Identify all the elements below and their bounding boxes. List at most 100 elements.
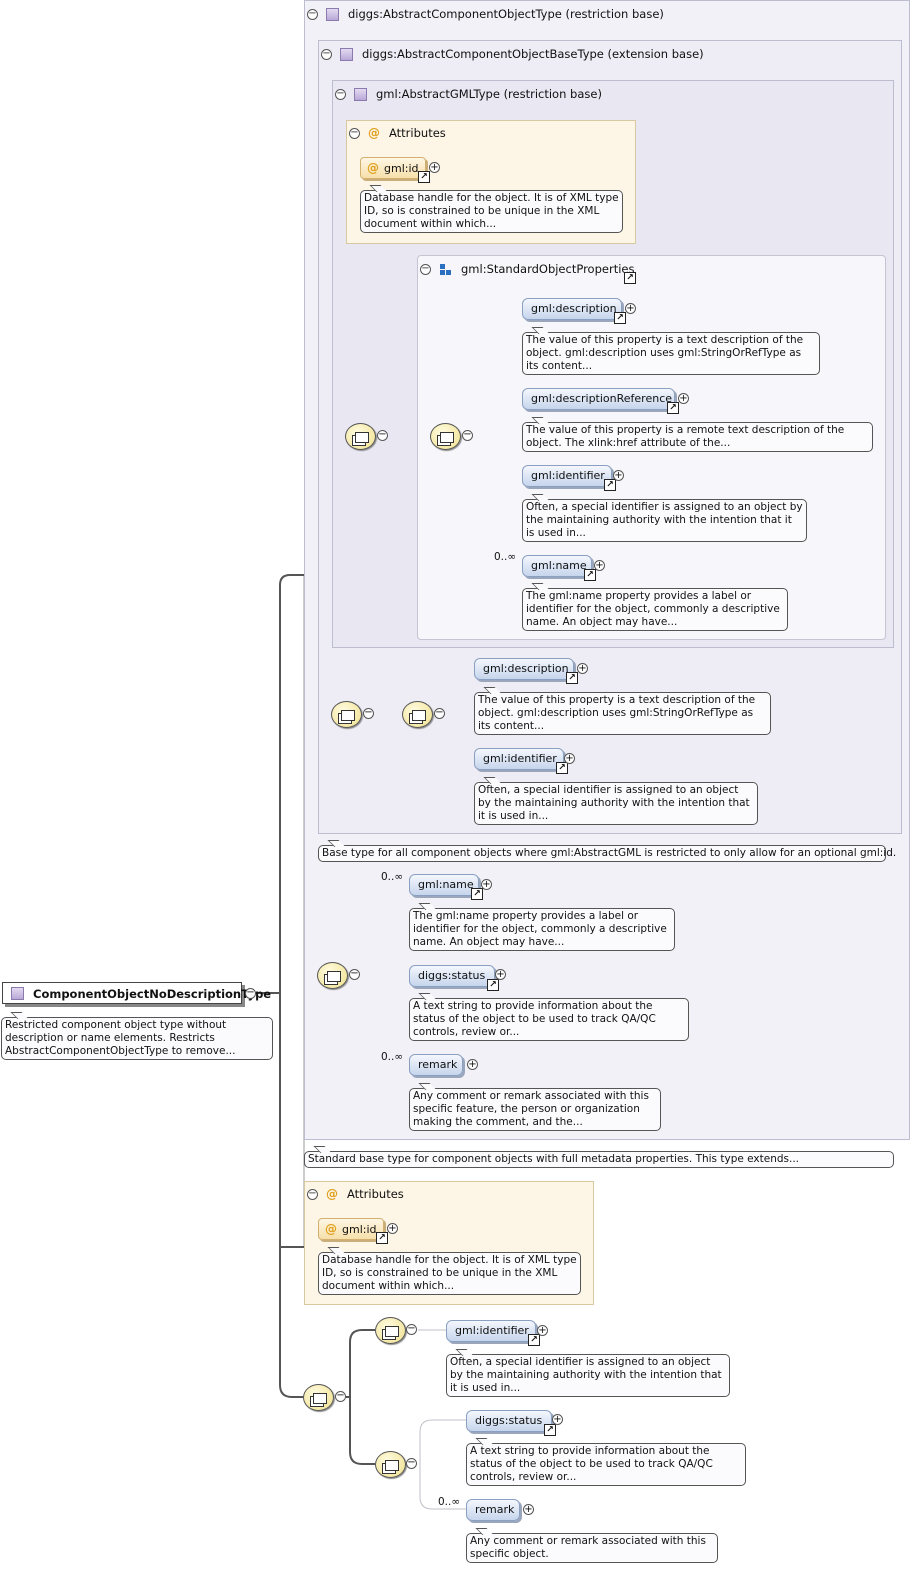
gml-id-attribute[interactable]: @gml:id ↗ (360, 157, 430, 183)
expand-icon[interactable]: + (577, 663, 588, 674)
expand-icon[interactable]: + (495, 969, 506, 980)
gml-id-doc: Database handle for the object. It is of… (360, 190, 623, 233)
element-name: gml:descriptionReference (531, 392, 673, 405)
abstract-gml-header[interactable]: − gml:AbstractGMLType (restriction base) (335, 87, 602, 101)
collapse-icon[interactable]: − (406, 1457, 417, 1469)
element-diggs-status[interactable]: diggs:status↗ (466, 1410, 556, 1436)
expand-icon[interactable]: + (387, 1223, 398, 1234)
sequence-compositor-icon[interactable] (430, 423, 461, 450)
element-doc: The gml:name property provides a label o… (409, 908, 675, 951)
collapse-icon[interactable]: − (377, 429, 388, 441)
element-doc: Any comment or remark associated with th… (466, 1533, 718, 1563)
expand-icon[interactable]: + (552, 1414, 563, 1425)
expand-icon[interactable]: + (678, 393, 689, 404)
type-icon (340, 47, 353, 61)
root-gml-id-attribute[interactable]: @gml:id ↗ (318, 1218, 388, 1244)
element-doc: A text string to provide information abo… (409, 998, 689, 1041)
expand-icon[interactable]: + (481, 879, 492, 890)
element-gml-identifier[interactable]: gml:identifier↗ (474, 748, 568, 774)
occurrence-label: 0..∞ (381, 1051, 404, 1063)
element-gml-identifier[interactable]: gml:identifier↗ (522, 465, 616, 491)
element-gml-name[interactable]: gml:name↗ (522, 555, 596, 581)
base-type-doc: Base type for all component objects wher… (318, 845, 896, 862)
attribute-icon: @ (326, 1187, 338, 1201)
sequence-compositor-icon[interactable] (331, 701, 362, 728)
collapse-icon[interactable]: − (420, 262, 431, 275)
abstract-component-base-header[interactable]: − diggs:AbstractComponentObjectBaseType … (321, 47, 704, 61)
sequence-compositor-icon[interactable] (345, 423, 376, 450)
type-icon (354, 87, 367, 101)
expand-icon[interactable]: + (467, 1059, 478, 1070)
element-gml-name[interactable]: gml:name↗ (409, 874, 483, 900)
reference-arrow-icon[interactable]: ↗ (584, 569, 596, 581)
occurrence-label: 0..∞ (494, 551, 517, 563)
type-icon (11, 987, 24, 1000)
element-doc: Often, a special identifier is assigned … (474, 782, 758, 825)
element-diggs-status[interactable]: diggs:status↗ (409, 965, 499, 991)
expand-icon[interactable]: + (564, 753, 575, 764)
expand-icon[interactable]: + (429, 162, 440, 173)
collapse-icon[interactable]: − (307, 1187, 318, 1200)
reference-arrow-icon[interactable]: ↗ (376, 1232, 388, 1244)
abstract-component-label: diggs:AbstractComponentObjectType (restr… (348, 7, 664, 21)
reference-arrow-icon[interactable]: ↗ (544, 1424, 556, 1436)
sequence-compositor-icon[interactable] (317, 962, 348, 989)
reference-arrow-icon[interactable]: ↗ (604, 479, 616, 491)
expand-icon[interactable]: + (523, 1504, 534, 1515)
expand-icon[interactable]: + (537, 1325, 548, 1336)
sequence-compositor-icon[interactable] (375, 1451, 406, 1478)
collapse-icon[interactable]: − (406, 1323, 417, 1335)
element-gml-description[interactable]: gml:description↗ (522, 298, 626, 324)
collapse-icon[interactable]: − (349, 126, 360, 139)
collapse-icon[interactable]: − (462, 429, 473, 441)
element-name: remark (475, 1503, 515, 1516)
element-name: gml:name (418, 878, 474, 891)
reference-arrow-icon[interactable]: ↗ (667, 402, 679, 414)
attribute-name: gml:id (342, 1223, 377, 1236)
reference-arrow-icon[interactable]: ↗ (566, 672, 578, 684)
reference-arrow-icon[interactable]: ↗ (624, 272, 636, 284)
element-remark[interactable]: remark (466, 1499, 520, 1521)
root-attributes-header[interactable]: − @ Attributes (307, 1187, 404, 1201)
element-remark[interactable]: remark (409, 1054, 463, 1076)
root-type-node[interactable]: ComponentObjectNoDescriptionType (2, 982, 271, 1004)
collapse-icon[interactable]: − (363, 707, 374, 719)
element-doc: The gml:name property provides a label o… (522, 588, 788, 631)
element-doc: Often, a special identifier is assigned … (446, 1354, 730, 1397)
abstract-component-header[interactable]: − diggs:AbstractComponentObjectType (res… (307, 7, 664, 21)
standard-object-properties-header[interactable]: − gml:StandardObjectProperties (420, 262, 634, 276)
element-gml-description-reference[interactable]: gml:descriptionReference↗ (522, 388, 679, 414)
reference-arrow-icon[interactable]: ↗ (418, 171, 430, 183)
reference-arrow-icon[interactable]: ↗ (471, 888, 483, 900)
reference-arrow-icon[interactable]: ↗ (487, 979, 499, 991)
abstract-gml-label: gml:AbstractGMLType (restriction base) (376, 87, 602, 101)
collapse-icon[interactable]: − (434, 707, 445, 719)
reference-arrow-icon[interactable]: ↗ (556, 762, 568, 774)
reference-arrow-icon[interactable]: ↗ (528, 1334, 540, 1346)
collapse-icon[interactable]: − (335, 87, 346, 100)
attributes-label: Attributes (389, 126, 446, 140)
collapse-icon[interactable]: − (349, 968, 360, 980)
attributes-header[interactable]: − @ Attributes (349, 126, 446, 140)
element-doc: A text string to provide information abo… (466, 1443, 746, 1486)
sequence-compositor-icon[interactable] (402, 701, 433, 728)
expand-icon[interactable]: + (594, 560, 605, 571)
sequence-compositor-icon[interactable] (303, 1384, 334, 1411)
expand-icon[interactable]: + (613, 470, 624, 481)
root-type-name: ComponentObjectNoDescriptionType (33, 987, 272, 1001)
standard-object-properties-label: gml:StandardObjectProperties (461, 262, 635, 276)
collapse-icon[interactable]: − (335, 1390, 346, 1402)
element-name: remark (418, 1058, 458, 1071)
element-name: gml:identifier (455, 1324, 529, 1337)
element-doc: The value of this property is a text des… (522, 332, 820, 375)
element-gml-identifier[interactable]: gml:identifier↗ (446, 1320, 540, 1346)
attribute-icon: @ (368, 126, 380, 140)
expand-icon[interactable]: + (625, 303, 636, 314)
collapse-icon[interactable]: − (307, 7, 318, 20)
collapse-icon[interactable]: − (321, 47, 332, 60)
sequence-compositor-icon[interactable] (375, 1317, 406, 1344)
collapse-icon[interactable]: − (245, 987, 256, 999)
reference-arrow-icon[interactable]: ↗ (614, 312, 626, 324)
abstract-component-base-label: diggs:AbstractComponentObjectBaseType (e… (362, 47, 704, 61)
element-gml-description[interactable]: gml:description↗ (474, 658, 578, 684)
